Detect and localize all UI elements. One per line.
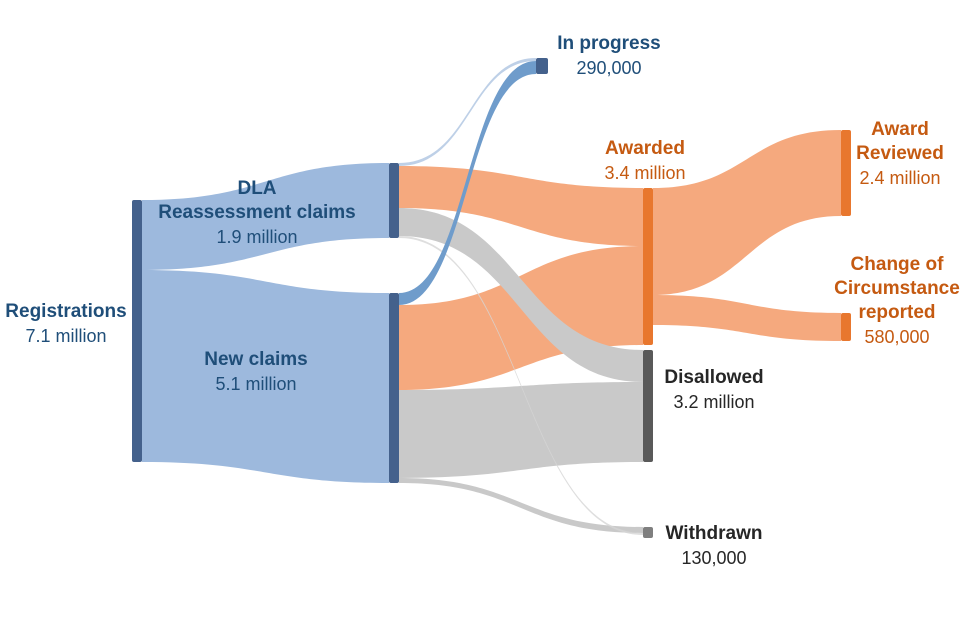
node-name: DLA: [237, 178, 277, 199]
node-name: New claims: [204, 349, 308, 370]
node-value: 2.4 million: [859, 168, 941, 188]
node-bar-in-progress: [536, 58, 548, 74]
node-name: Registrations: [5, 301, 127, 322]
flow-dla-to-awarded: [399, 166, 643, 246]
node-label-dla-reassessment-claims: DLA Reassessment claims 1.9 million: [148, 177, 366, 249]
node-name: Change of: [850, 254, 944, 275]
node-label-withdrawn: Withdrawn 130,000: [655, 522, 773, 570]
node-bar-dla-reassessment-claims: [389, 163, 399, 238]
node-name: Reassessment claims: [158, 202, 356, 223]
flow-dla-to-withdrawn: [399, 236, 643, 535]
node-name: In progress: [557, 33, 661, 54]
node-label-new-claims: New claims 5.1 million: [176, 348, 336, 396]
node-label-in-progress: In progress 290,000: [553, 32, 665, 80]
node-bar-registrations: [132, 200, 142, 462]
node-value: 1.9 million: [216, 227, 298, 247]
flow-dla-to-disallowed: [399, 208, 643, 382]
flow-awarded-to-change-of-circumstance: [653, 295, 841, 341]
node-value: 290,000: [576, 58, 642, 78]
node-value: 130,000: [681, 548, 747, 568]
node-name: reported: [858, 302, 936, 323]
node-bar-award-reviewed: [841, 130, 851, 216]
node-value: 3.4 million: [604, 163, 686, 183]
flow-new-claims-to-in-progress: [399, 61, 536, 305]
node-bar-withdrawn: [643, 527, 653, 538]
flow-registrations-to-dla: [142, 163, 389, 270]
node-bar-new-claims: [389, 293, 399, 483]
node-label-awarded: Awarded 3.4 million: [585, 137, 705, 185]
node-value: 7.1 million: [25, 326, 107, 346]
node-label-disallowed: Disallowed 3.2 million: [655, 366, 773, 414]
flow-awarded-to-award-reviewed: [653, 130, 841, 295]
flow-new-claims-to-withdrawn: [399, 478, 643, 533]
node-name: Circumstance: [834, 278, 960, 299]
node-bar-awarded: [643, 188, 653, 345]
node-name: Disallowed: [664, 367, 764, 388]
node-value: 5.1 million: [215, 374, 297, 394]
node-name: Award: [871, 119, 929, 140]
flow-new-claims-to-disallowed: [399, 382, 643, 478]
node-name: Awarded: [605, 138, 685, 159]
node-bar-disallowed: [643, 350, 653, 462]
flow-new-claims-to-awarded: [399, 246, 643, 390]
flow-registrations-to-new-claims: [142, 270, 389, 483]
node-name: Withdrawn: [665, 523, 763, 544]
node-name: Reviewed: [856, 143, 944, 164]
node-label-change-of-circumstance: Change of Circumstance reported 580,000: [834, 253, 960, 349]
node-bar-change-of-circumstance: [841, 313, 851, 341]
node-label-award-reviewed: Award Reviewed 2.4 million: [850, 118, 950, 190]
node-value: 3.2 million: [673, 392, 755, 412]
node-label-registrations: Registrations 7.1 million: [0, 300, 132, 348]
node-value: 580,000: [864, 327, 930, 347]
